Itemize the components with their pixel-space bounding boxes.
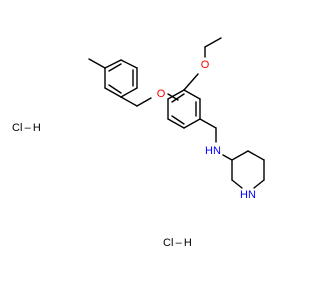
central-ring — [167, 89, 201, 129]
molecule-structure: O O H N H N Cl – H Cl – H — [12, 37, 265, 249]
bond-ring2-double-2 — [171, 115, 185, 125]
bond-ring1-e — [104, 87, 122, 98]
atom-label-nh-amine-h: H — [205, 145, 213, 157]
tolyl-ring — [88, 58, 138, 98]
bond-ring1-d — [120, 87, 138, 98]
bond-ring2-d — [167, 118, 185, 129]
bond-ch2-piperidine — [231, 150, 249, 161]
bond-ring2-a — [183, 89, 201, 100]
atom-label-nh-piperidine-h: H — [240, 189, 248, 201]
bond-ring2-double-3 — [171, 93, 185, 103]
bond-ring2-ethoxy-o — [183, 73, 199, 91]
bond-nh-ch2 — [222, 154, 233, 161]
structure-canvas: O O H N H N Cl – H Cl – H — [12, 37, 265, 249]
bond-pip-d — [231, 179, 243, 189]
bond-methyl — [88, 58, 106, 69]
salt-hcl-1: Cl – H — [12, 122, 41, 134]
bond-ring2-c — [183, 118, 201, 129]
piperidine-ring — [231, 150, 265, 189]
atom-label-o-benzyloxy: O — [157, 88, 166, 100]
bond-ch2-oxygen — [136, 97, 152, 107]
bond-pip-a — [247, 150, 265, 161]
bond-ring1-double-1 — [108, 63, 122, 72]
bond-ring2-f — [167, 89, 185, 100]
salt-hcl-2: Cl – H — [163, 237, 192, 249]
bond-ring2-ch2 — [199, 118, 217, 129]
bond-ring1-a — [104, 59, 122, 69]
bond-pip-c — [253, 179, 265, 189]
atom-label-nh-amine-n: N — [213, 145, 221, 157]
bond-ring1-double-3 — [108, 84, 122, 94]
atom-label-nh-piperidine-n: N — [248, 189, 256, 201]
atom-label-o-ethoxy: O — [201, 59, 210, 71]
bond-ethoxy-ch2-ch3 — [204, 37, 222, 48]
bond-benzyl-ch2 — [120, 96, 138, 107]
bond-ring1-b — [120, 59, 138, 69]
